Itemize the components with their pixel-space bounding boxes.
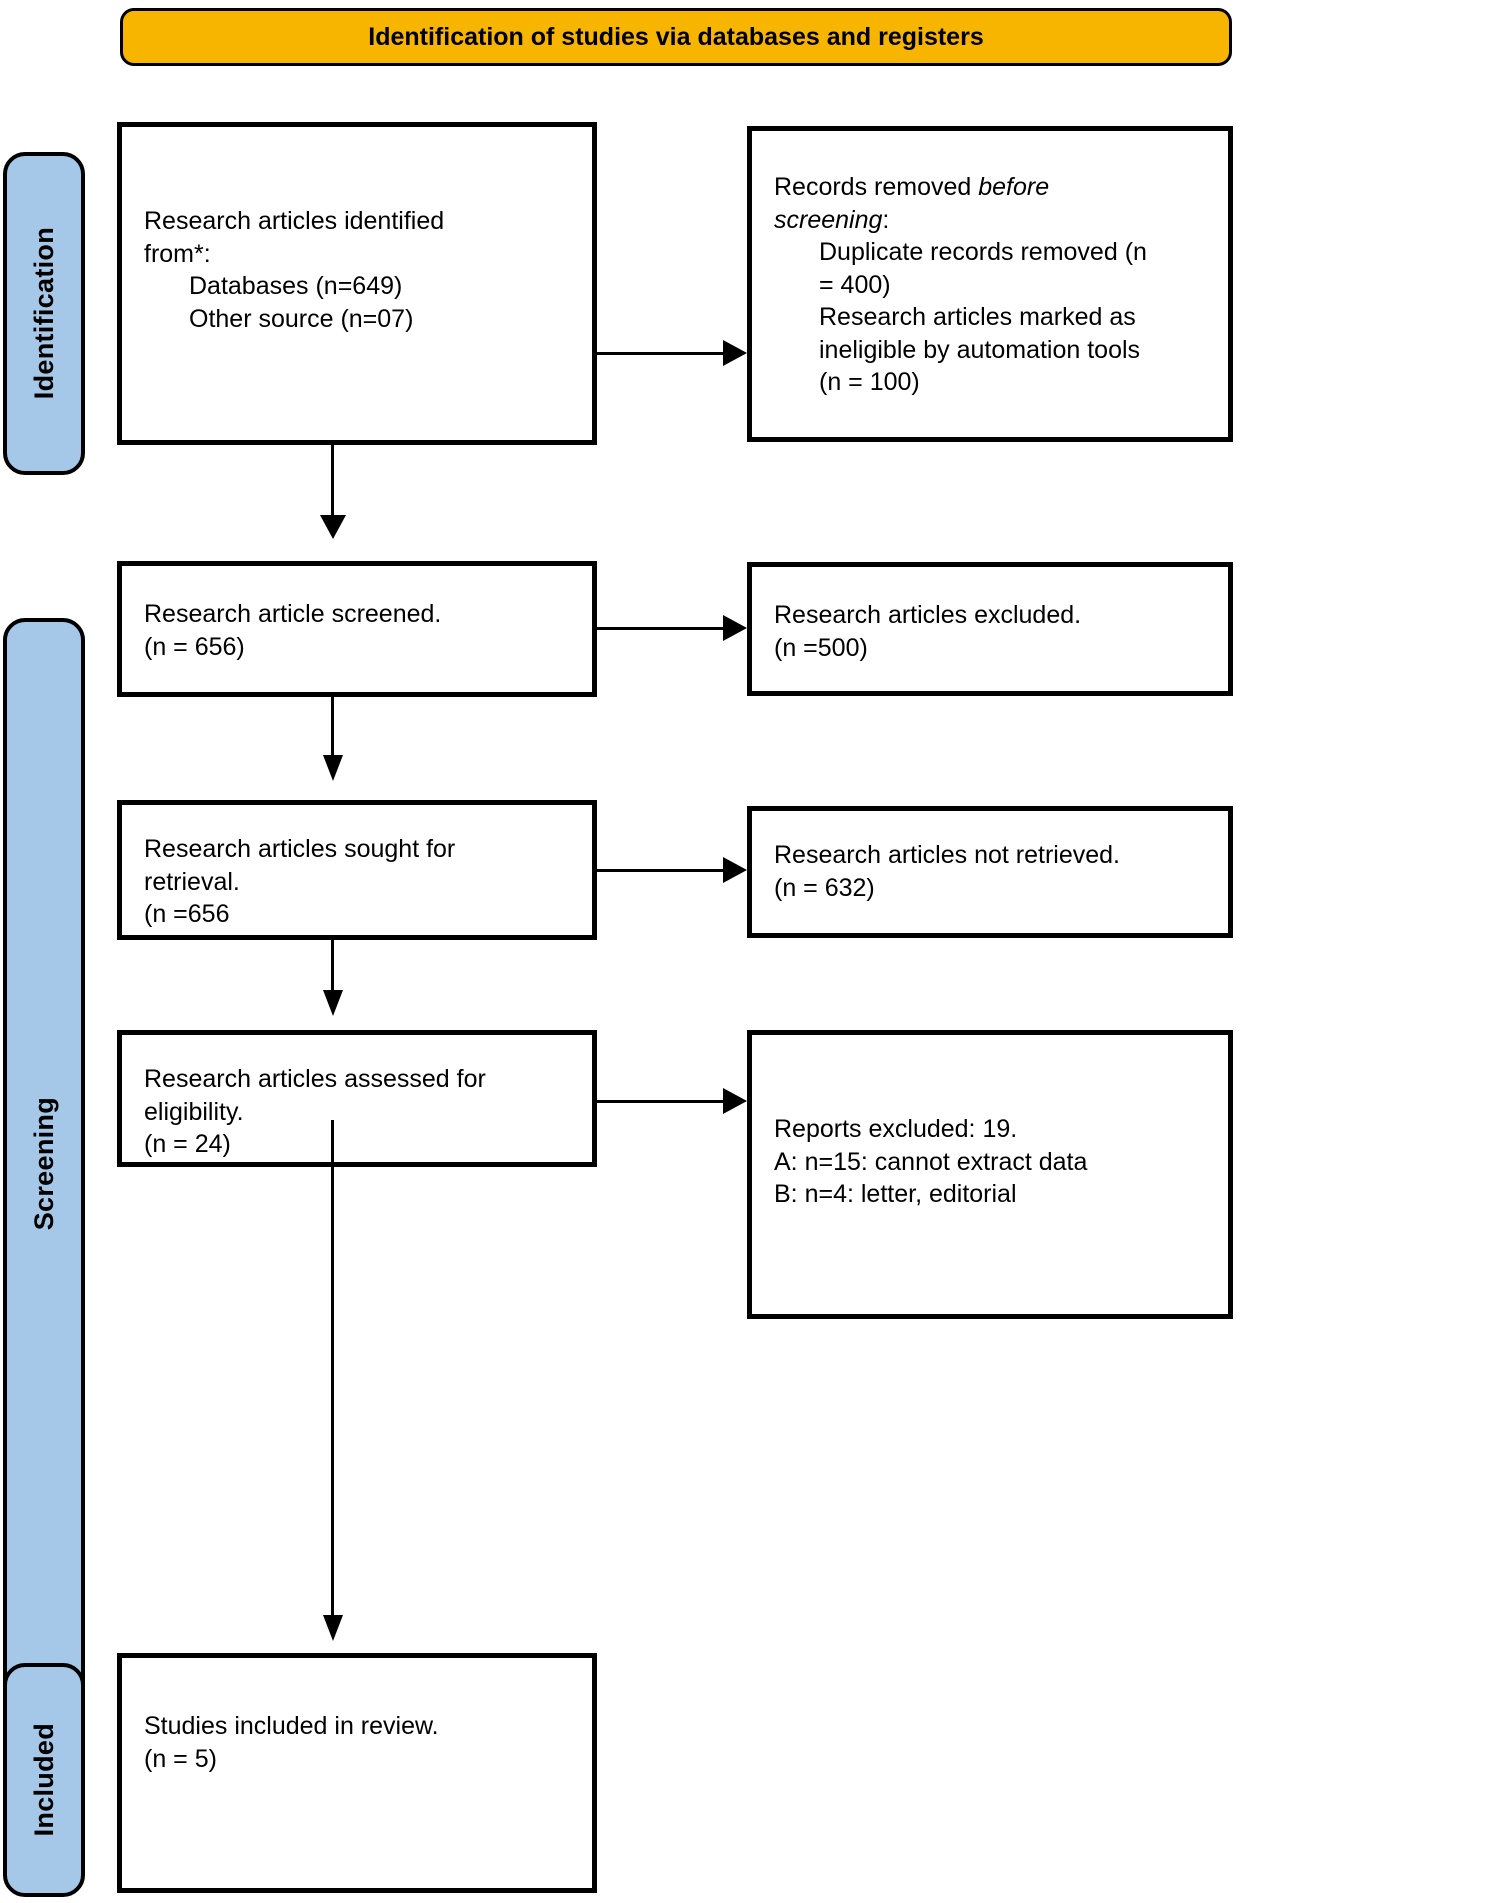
excluded-line-1: Research articles excluded. xyxy=(774,601,1082,629)
box-records-excluded: Research articles excluded. (n =500) xyxy=(747,562,1233,696)
identified-line-1: Research articles identified xyxy=(144,207,445,235)
arrowhead-identified-to-removed xyxy=(723,340,747,366)
connector-screened-to-sought xyxy=(331,697,334,759)
notretrieved-line-2: (n = 632) xyxy=(774,873,875,902)
stage-label-screening: Screening xyxy=(3,618,85,1710)
removed-line-1-italic: before xyxy=(978,173,1050,201)
removed-line-5: Research articles marked as xyxy=(819,303,1136,331)
box-reports-assessed-eligibility: Research articles assessed for eligibili… xyxy=(117,1030,597,1167)
stage-label-included-text: Included xyxy=(28,1723,59,1837)
box-records-removed: Records removed before screening: Duplic… xyxy=(747,126,1233,442)
box-records-screened: Research article screened. (n = 656) xyxy=(117,561,597,697)
removed-line-2-tail: : xyxy=(882,205,890,234)
diagram-title-banner: Identification of studies via databases … xyxy=(120,8,1232,66)
arrowhead-screened-to-excluded xyxy=(723,615,747,641)
arrowhead-assessed-to-reports xyxy=(723,1088,747,1114)
removed-line-6: ineligible by automation tools xyxy=(819,335,1141,364)
removed-line-2-italic: screening xyxy=(774,205,883,234)
identified-line-4: Other source (n=07) xyxy=(189,304,414,333)
removed-line-1: Records removed before xyxy=(774,171,1206,204)
connector-sought-to-notretrieved xyxy=(597,869,725,872)
connector-assessed-to-reports xyxy=(597,1100,725,1103)
diagram-title-text: Identification of studies via databases … xyxy=(368,22,984,51)
reports-line-3: B: n=4: letter, editorial xyxy=(774,1180,1017,1208)
sought-line-1: Research articles sought for xyxy=(144,835,456,863)
connector-assessed-to-included xyxy=(331,1120,334,1620)
identified-line-3: Databases (n=649) xyxy=(189,272,403,300)
removed-line-1-plain: Records removed xyxy=(774,173,979,201)
assessed-line-2: eligibility. xyxy=(144,1097,244,1126)
connector-sought-to-assessed xyxy=(331,940,334,994)
included-line-1: Studies included in review. xyxy=(144,1712,439,1740)
assessed-line-3: (n = 24) xyxy=(144,1130,231,1158)
box-records-identified: Research articles identified from*: Data… xyxy=(117,122,597,445)
stage-label-included: Included xyxy=(3,1663,85,1897)
identified-line-2: from*: xyxy=(144,239,211,268)
arrowhead-identified-to-screened xyxy=(320,515,346,539)
reports-line-2: A: n=15: cannot extract data xyxy=(774,1147,1088,1176)
box-studies-included: Studies included in review. (n = 5) xyxy=(117,1653,597,1893)
connector-identified-to-screened xyxy=(331,445,334,521)
connector-screened-to-excluded xyxy=(597,627,725,630)
removed-line-4: = 400) xyxy=(819,270,891,299)
arrowhead-sought-to-assessed xyxy=(323,990,343,1016)
arrowhead-sought-to-notretrieved xyxy=(723,857,747,883)
box-reports-sought-retrieval: Research articles sought for retrieval. … xyxy=(117,800,597,940)
reports-line-1: Reports excluded: 19. xyxy=(774,1115,1018,1143)
excluded-line-2: (n =500) xyxy=(774,633,868,662)
screened-line-1: Research article screened. xyxy=(144,600,442,628)
removed-line-2: screening: xyxy=(774,204,1206,237)
sought-line-2: retrieval. xyxy=(144,867,240,896)
screened-line-2: (n = 656) xyxy=(144,632,245,661)
removed-line-3: Duplicate records removed (n xyxy=(819,238,1147,266)
connector-identified-to-removed xyxy=(597,352,725,355)
removed-line-7: (n = 100) xyxy=(819,368,920,396)
box-reports-excluded: Reports excluded: 19. A: n=15: cannot ex… xyxy=(747,1030,1233,1319)
sought-line-3: (n =656 xyxy=(144,900,230,928)
stage-label-identification-text: Identification xyxy=(28,227,59,400)
arrowhead-screened-to-sought xyxy=(323,755,343,781)
stage-label-identification: Identification xyxy=(3,152,85,475)
notretrieved-line-1: Research articles not retrieved. xyxy=(774,841,1120,869)
box-reports-not-retrieved: Research articles not retrieved. (n = 63… xyxy=(747,806,1233,938)
assessed-line-1: Research articles assessed for xyxy=(144,1065,486,1093)
arrowhead-assessed-to-included xyxy=(323,1615,343,1641)
stage-label-screening-text: Screening xyxy=(28,1097,59,1231)
included-line-2: (n = 5) xyxy=(144,1744,217,1773)
